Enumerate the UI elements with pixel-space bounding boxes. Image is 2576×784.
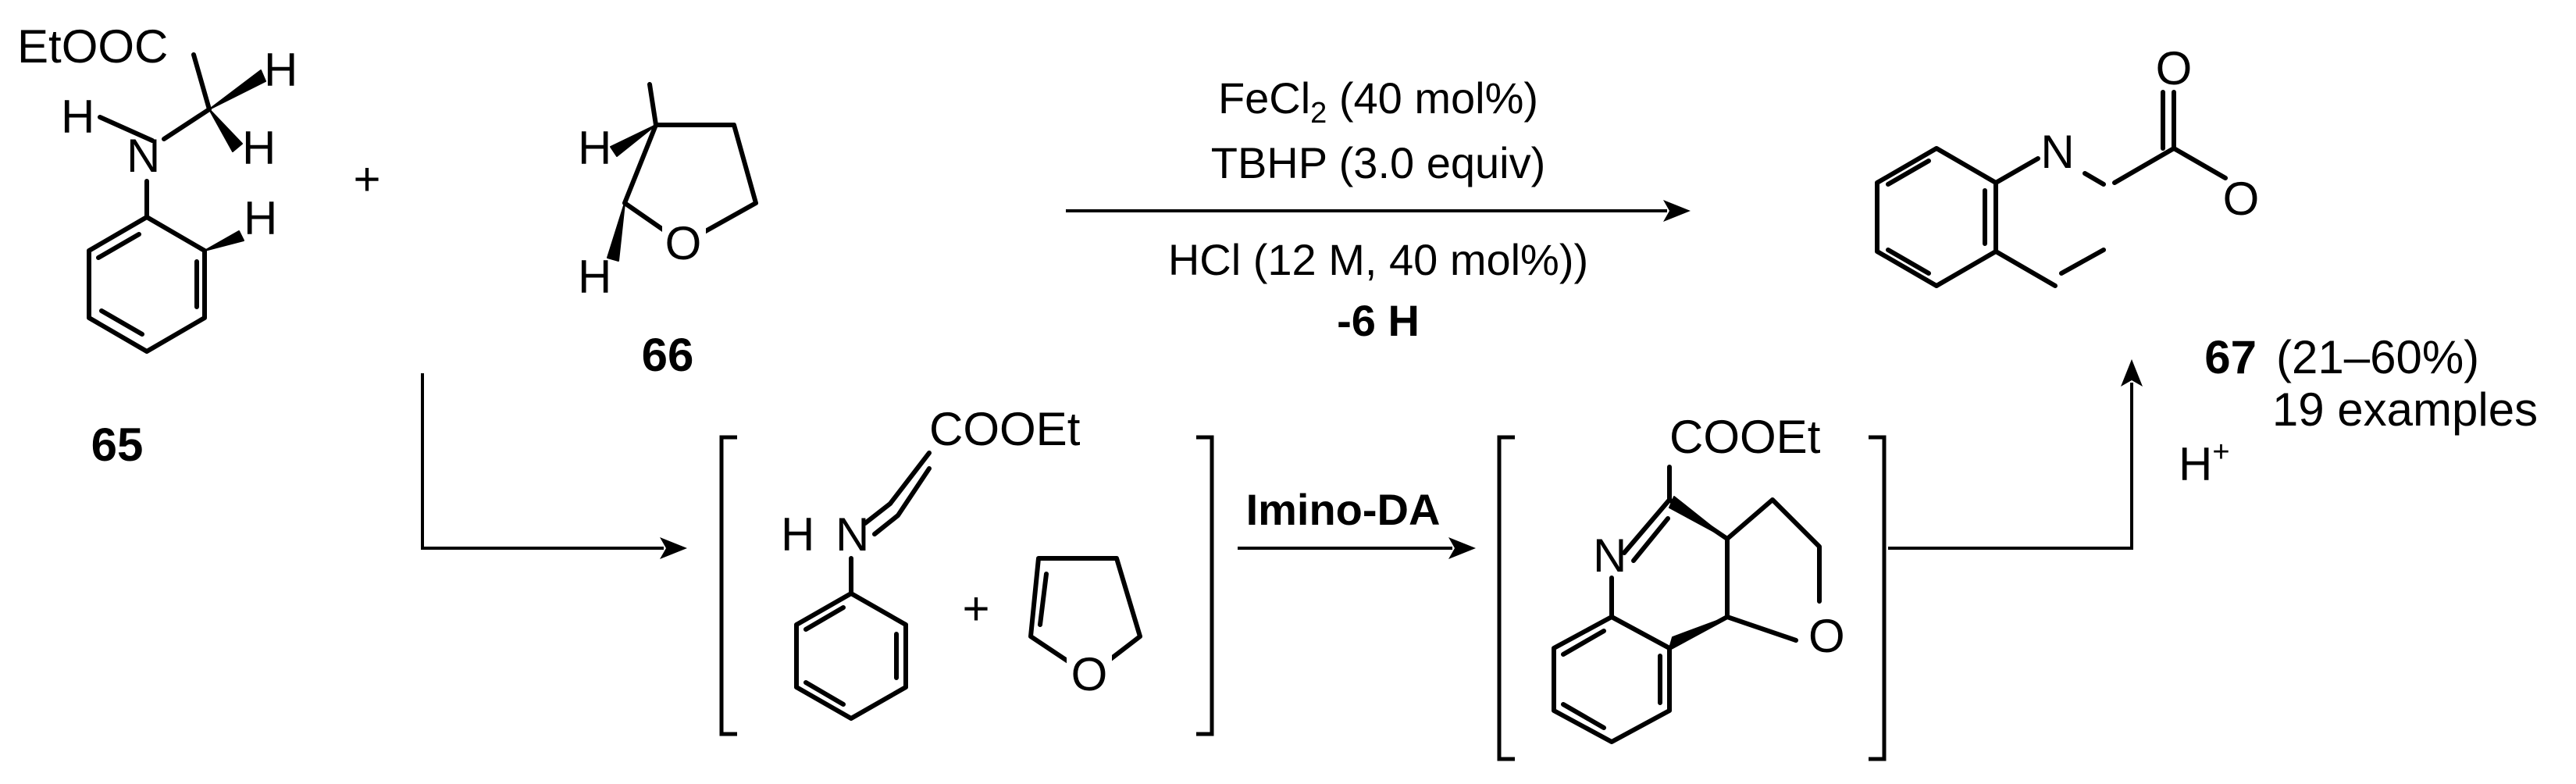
compound-label: 65 xyxy=(91,419,144,471)
ring-oxygen-label: O xyxy=(2223,173,2260,225)
arrow-head xyxy=(1448,537,1476,559)
adduct-nitrogen-label: N xyxy=(1593,529,1626,582)
imine-hydrogen-label: H xyxy=(781,508,814,561)
imine-bonds xyxy=(863,451,932,526)
intermediate-imine: COOEt H N + O xyxy=(719,403,1214,736)
ester-group-label: EtOOC xyxy=(17,20,168,73)
thf-hydrogen-top: H xyxy=(578,122,611,174)
imine-double-bond xyxy=(872,466,932,536)
condition-fecl2: FeCl2 (40 mol%) xyxy=(1218,73,1538,130)
wedge-bond xyxy=(610,124,657,157)
benzene-inner-bonds xyxy=(96,232,199,337)
furan-ring xyxy=(1725,615,1798,643)
bracket-right xyxy=(1869,435,1887,761)
wedge-bond xyxy=(1669,496,1728,540)
compound-label: 66 xyxy=(642,329,694,381)
benzene-inner-bonds xyxy=(1886,159,1987,276)
thf-hydrogen-bottom: H xyxy=(578,251,611,303)
thf-oxygen-label: O xyxy=(665,217,702,269)
ortho-hydrogen-label: H xyxy=(244,192,277,244)
condition-tbhp: TBHP (3.0 equiv) xyxy=(1211,138,1545,187)
imino-da-arrow: Imino-DA xyxy=(1238,485,1476,559)
intermediate-adduct: COOEt N O xyxy=(1497,411,1887,761)
nh-hydrogen-label: H xyxy=(61,91,94,143)
compound-66: O H H 66 xyxy=(578,82,758,381)
dihydrofuran-oxygen-label: O xyxy=(1071,648,1108,700)
imine-ester-label: COOEt xyxy=(929,403,1081,455)
product-nitrogen-label: N xyxy=(2040,126,2074,178)
step-label: Imino-DA xyxy=(1246,485,1441,534)
reaction-arrow-main: FeCl2 (40 mol%) TBHP (3.0 equiv) HCl (12… xyxy=(1066,73,1691,345)
imine-double-bond xyxy=(1631,516,1670,563)
acid-arrow: H+ xyxy=(1888,359,2230,550)
arrow-head xyxy=(660,537,687,559)
pyridine-ring xyxy=(1993,156,2040,185)
imine-nitrogen-label: N xyxy=(836,508,869,561)
dihydrofuran-ring xyxy=(1028,556,1142,678)
bracket-left xyxy=(1497,435,1515,761)
wedge-bond xyxy=(208,69,266,110)
carbonyl-oxygen-label: O xyxy=(2156,42,2193,94)
yield-label: (21–60%) xyxy=(2276,331,2479,383)
adduct-oxygen-label: O xyxy=(1808,610,1845,662)
oxygen-mask xyxy=(1067,650,1112,697)
benzene-ring xyxy=(794,591,908,721)
benzene-inner-bonds xyxy=(803,605,899,707)
arrow-head xyxy=(1663,200,1691,222)
methylene-hydrogen-top: H xyxy=(264,44,298,96)
compound-label: 67 xyxy=(2204,331,2257,383)
dihydrofuran-double-bond xyxy=(1038,572,1049,627)
hydrogen-bond xyxy=(647,82,658,127)
oxygen-mask xyxy=(662,220,706,267)
benzene-ring xyxy=(87,215,207,354)
condition-hcl: HCl (12 M, 40 mol%)) xyxy=(1168,235,1588,284)
arrow-line xyxy=(421,373,664,550)
plus-sign: + xyxy=(962,583,989,635)
methylene-hydrogen-bottom: H xyxy=(242,122,276,174)
wedge-bond xyxy=(607,202,625,262)
benzene-ring xyxy=(1875,146,1998,288)
examples-count: 19 examples xyxy=(2272,383,2538,436)
thf-ring xyxy=(622,123,758,246)
wedge-bond xyxy=(1669,616,1728,649)
arrow-line xyxy=(1888,383,2133,550)
compound-65: EtOOC H N H H H 65 xyxy=(17,20,298,471)
lactone-ring xyxy=(2112,146,2228,185)
adduct-ester-label: COOEt xyxy=(1669,411,1821,463)
furan-ring xyxy=(1725,497,1822,604)
wedge-bond xyxy=(208,109,243,152)
acid-label: H+ xyxy=(2179,436,2230,490)
wedge-bond xyxy=(204,230,244,251)
plus-sign: + xyxy=(353,153,380,205)
benzene-inner-bonds xyxy=(1561,629,1662,730)
fused-bold-bond xyxy=(1993,249,2058,288)
bracket-left xyxy=(719,435,737,736)
bracket-right xyxy=(1196,435,1214,736)
pyridine-inner-bonds xyxy=(2059,171,2106,276)
mechanism-arrow-entry xyxy=(421,373,687,559)
hydrogen-loss-label: -6 H xyxy=(1337,296,1420,345)
arrow-head xyxy=(2121,359,2143,387)
benzene-ring xyxy=(1552,615,1672,744)
compound-67: N O O 67 (21–60%) 19 examples xyxy=(1875,42,2538,436)
